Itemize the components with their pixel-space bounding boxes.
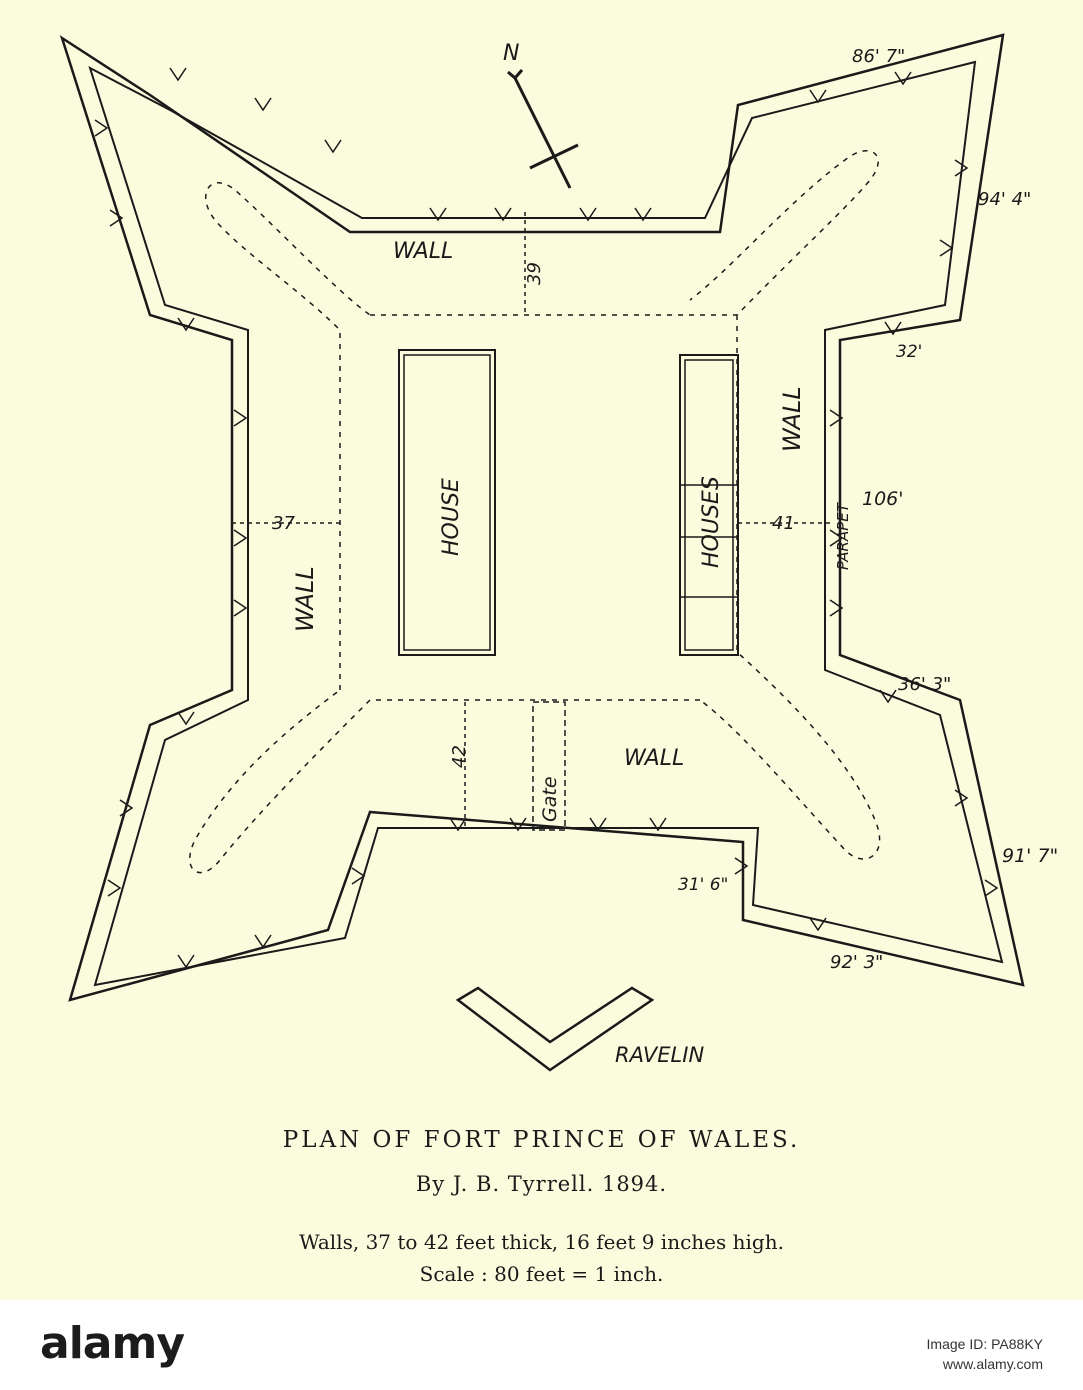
- wall-south-label: WALL: [624, 746, 684, 771]
- measure-se-right: 91' 7": [1002, 845, 1058, 867]
- wall-west-label: WALL: [291, 566, 319, 632]
- parapet-markers: [94, 67, 999, 969]
- terreplein-dashed-line: [189, 150, 881, 874]
- houses-outline: [679, 354, 739, 656]
- parapet-label: PARAPET: [834, 501, 852, 570]
- measure-ne-top: 86' 7": [852, 46, 905, 67]
- houses-label: HOUSES: [699, 476, 724, 568]
- gate-outline: [532, 701, 566, 831]
- plan-byline: By J. B. Tyrrell. 1894.: [415, 1172, 668, 1196]
- scale-note: Scale : 80 feet = 1 inch.: [419, 1262, 664, 1286]
- measure-se-inner: 36' 3": [898, 674, 951, 695]
- house-outline: [398, 349, 496, 656]
- plan-title: PLAN OF FORT PRINCE OF WALES.: [282, 1127, 801, 1153]
- measure-south-wall: 42: [449, 745, 470, 768]
- stock-url-link[interactable]: www.alamy.com: [942, 1356, 1043, 1372]
- house-label: HOUSE: [439, 478, 464, 556]
- paper-background: [0, 0, 1083, 1300]
- north-arrow: [513, 77, 572, 189]
- measure-se-bottom: 92' 3": [830, 952, 883, 973]
- measure-south-inner: 31' 6": [678, 875, 728, 895]
- measure-west-wall: 37: [272, 513, 295, 534]
- measure-ne-inner: 32': [896, 342, 922, 362]
- measure-north-wall: 39: [524, 262, 545, 285]
- measure-east-curtain: 106': [862, 488, 904, 510]
- wall-east-label: WALL: [778, 386, 806, 452]
- fort-inner-outline: [88, 60, 1004, 987]
- ravelin-label: RAVELIN: [615, 1043, 704, 1067]
- fort-plan-drawing: N WALL WALL WALL WALL HOUSE HOUSES PARAP…: [59, 33, 1058, 1072]
- alamy-logo: alamy: [40, 1318, 185, 1369]
- wall-north-label: WALL: [393, 239, 453, 264]
- ravelin-outline: [455, 986, 655, 1072]
- fort-outer-outline: [59, 33, 1025, 1002]
- north-label: N: [503, 41, 519, 66]
- measure-ne-right: 94' 4": [978, 189, 1031, 210]
- measure-east-wall: 41: [772, 513, 795, 534]
- image-id-text: Image ID: PA88KY: [926, 1336, 1043, 1352]
- walls-note: Walls, 37 to 42 feet thick, 16 feet 9 in…: [299, 1230, 784, 1254]
- gate-label: Gate: [539, 776, 561, 822]
- stock-footer: [0, 1300, 1083, 1390]
